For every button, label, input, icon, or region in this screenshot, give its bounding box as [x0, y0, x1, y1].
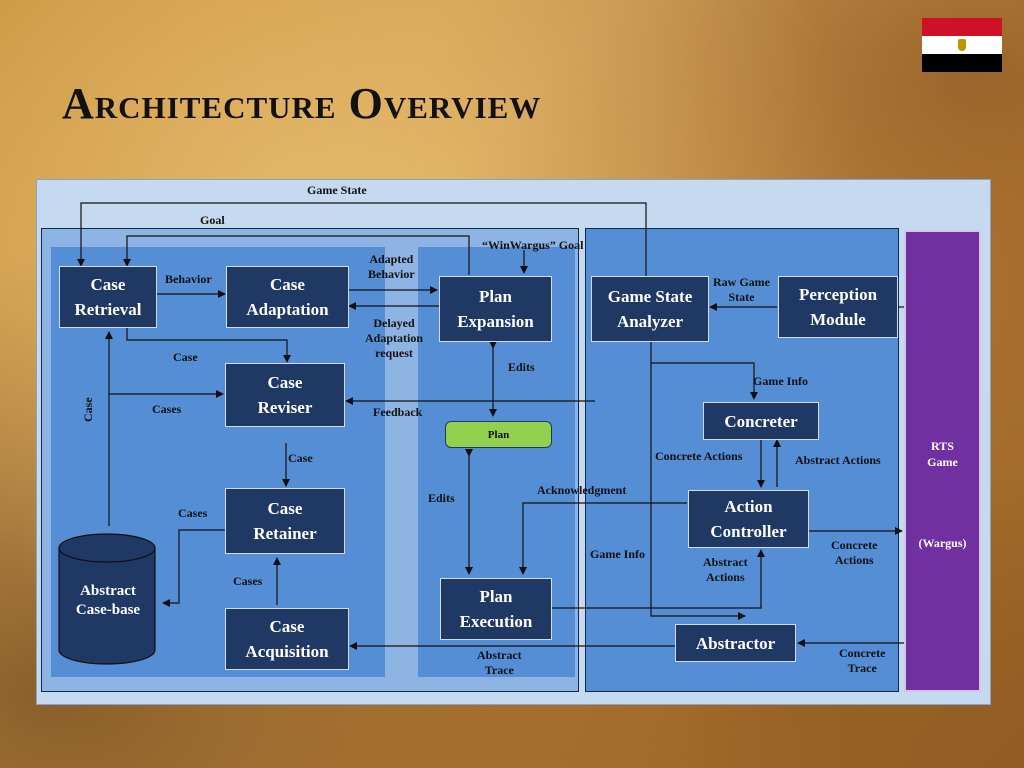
edits-label-2: Edits — [428, 491, 455, 505]
game-info-label-2: Game Info — [590, 547, 645, 561]
adapted-behavior-label: Adapted Behavior — [368, 252, 415, 281]
plan-execution-box: Plan Execution — [440, 578, 552, 640]
plan-pill: Plan — [445, 421, 552, 448]
feedback-label: Feedback — [373, 405, 423, 419]
case-acquisition-box: Case Acquisition — [225, 608, 349, 670]
delayed-adaptation-label: Delayed Adaptation request — [365, 316, 424, 360]
egypt-flag-icon — [922, 18, 1002, 72]
game-state-analyzer-box: Game State Analyzer — [591, 276, 709, 342]
case-base-label: Abstract Case-base — [75, 583, 141, 618]
abstract-actions-label-2: Abstract Actions — [703, 555, 748, 584]
concrete-trace-label: Concrete Trace — [839, 646, 886, 675]
cases-label-1: Cases — [152, 402, 182, 416]
winwargus-goal-label: “WinWargus” Goal — [482, 238, 584, 252]
action-controller-box: Action Controller — [688, 490, 809, 548]
behavior-label: Behavior — [165, 272, 212, 286]
case-reviser-box: Case Reviser — [225, 363, 345, 427]
cases-label-3: Cases — [233, 574, 263, 588]
rts-game-label: RTS Game — [927, 439, 958, 469]
abstractor-box: Abstractor — [675, 624, 796, 662]
case-label-2: Case — [288, 451, 313, 465]
concrete-actions-label-2: Concrete Actions — [831, 538, 878, 567]
rts-game-bar: RTS Game (Wargus) — [904, 230, 981, 692]
goal-label: Goal — [200, 213, 225, 227]
case-retrieval-box: Case Retrieval — [59, 266, 157, 328]
case-vertical-label: Case — [81, 397, 95, 422]
concrete-actions-label-1: Concrete Actions — [655, 449, 743, 463]
case-label-1: Case — [173, 350, 198, 364]
perception-module-box: Perception Module — [778, 276, 898, 338]
cases-label-2: Cases — [178, 506, 208, 520]
case-base-cylinder — [58, 533, 156, 665]
case-adaptation-box: Case Adaptation — [226, 266, 349, 328]
raw-game-state-label: Raw Game State — [713, 275, 770, 304]
game-info-label-1: Game Info — [753, 374, 808, 388]
abstract-actions-label-1: Abstract Actions — [795, 453, 881, 467]
abstract-trace-label: Abstract Trace — [477, 648, 522, 677]
architecture-diagram: Case Retrieval Case Adaptation Plan Expa… — [36, 179, 991, 705]
case-retainer-box: Case Retainer — [225, 488, 345, 554]
plan-expansion-box: Plan Expansion — [439, 276, 552, 342]
concreter-box: Concreter — [703, 402, 819, 440]
wargus-label: (Wargus) — [918, 536, 967, 550]
edits-label-1: Edits — [508, 360, 535, 374]
connectors — [58, 202, 918, 665]
acknowledgment-label: Acknowledgment — [537, 483, 627, 497]
game-state-label: Game State — [307, 183, 367, 197]
slide-title: Architecture Overview — [62, 79, 542, 128]
